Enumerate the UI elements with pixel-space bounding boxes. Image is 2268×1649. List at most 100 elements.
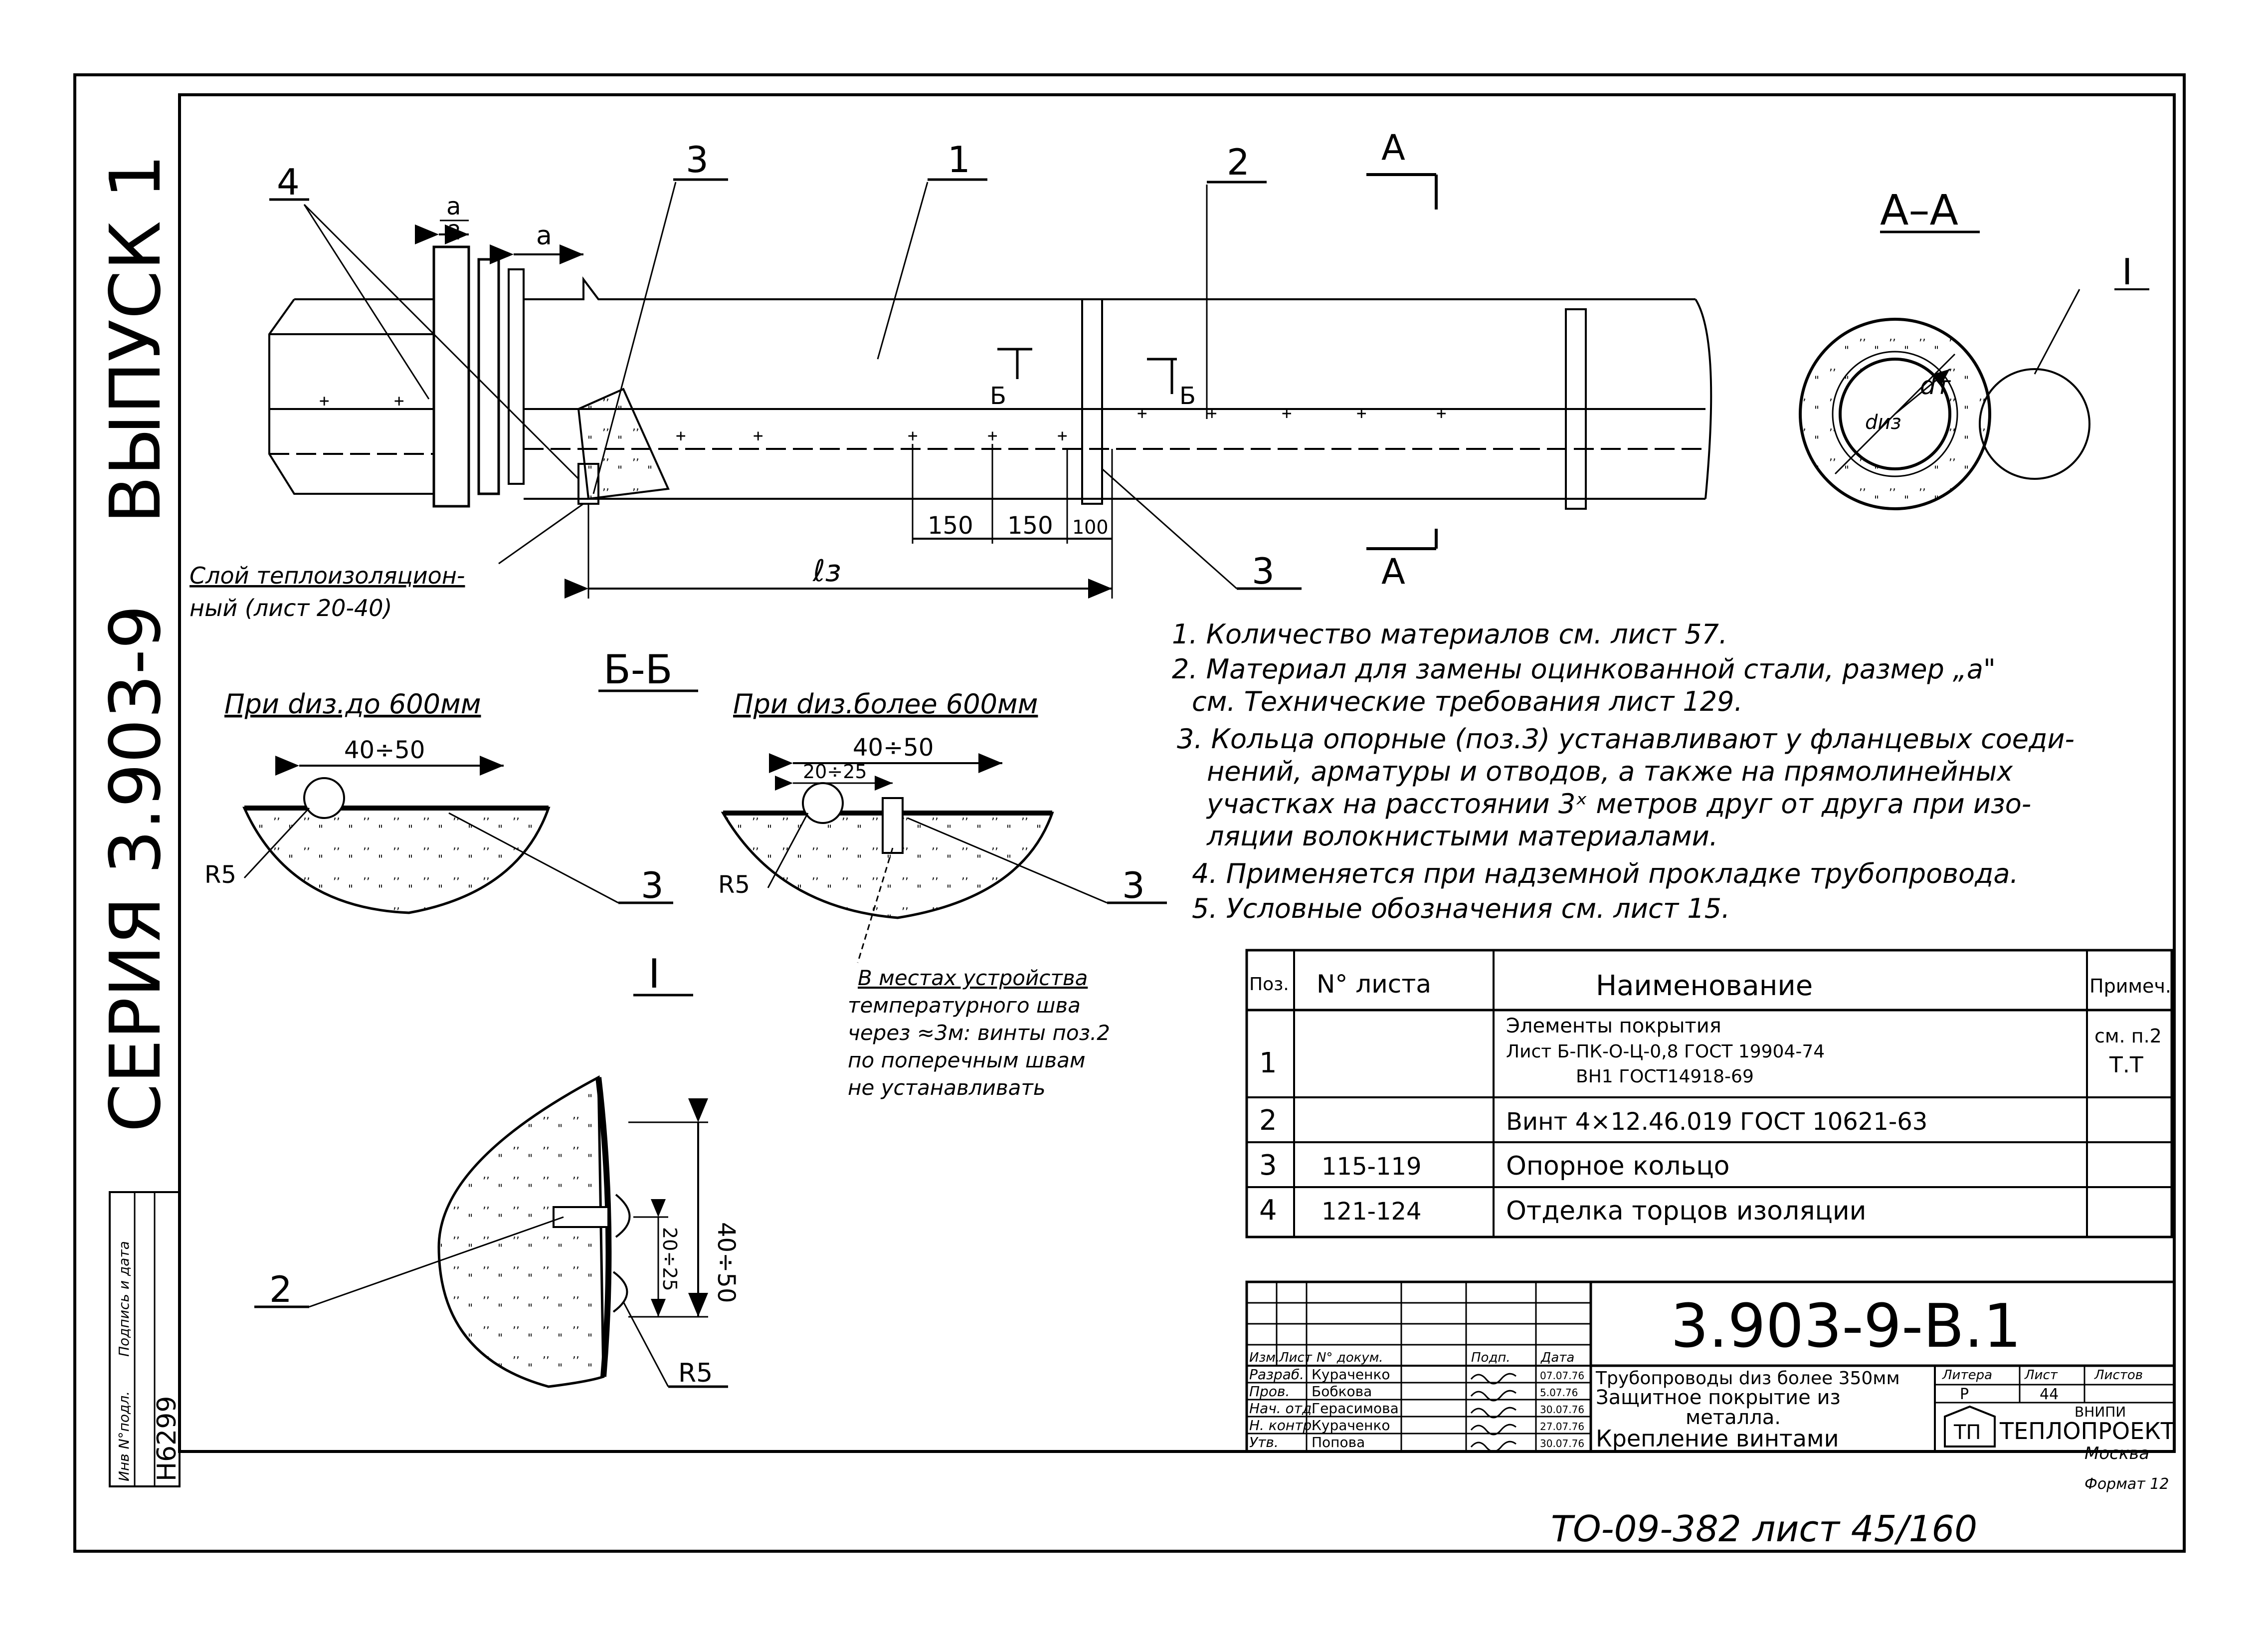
notes-block: 1. Количество материалов см. лист 57. 2.… (1172, 618, 2075, 924)
inv-number: Н6299 (152, 1396, 182, 1481)
bb-note-4: по поперечным швам (848, 1048, 1086, 1072)
stamp-footer: ТО-09-382 лист 45/160 (1551, 1508, 1977, 1550)
row4-pos: 4 (1259, 1194, 1277, 1227)
bb-callout-left: 3 (641, 864, 664, 906)
tb-org-3: Москва (2084, 1443, 2149, 1463)
tb-stage-label: Литера (1942, 1368, 1992, 1383)
th-pos: Поз. (1249, 974, 1289, 995)
note-4: 4. Применяется при надземной прокладке т… (1192, 858, 2019, 889)
detail-i-dim-big: 40÷50 (712, 1222, 740, 1303)
tb-sheets-label: Листов (2094, 1368, 2143, 1383)
bb-note-1: В местах устройства (858, 966, 1088, 990)
note-1: 1. Количество материалов см. лист 57. (1172, 618, 1727, 650)
bb-callout-right: 3 (1122, 864, 1145, 906)
tb-role-4: Н. контр. (1249, 1417, 1316, 1434)
detail-i-r5: R5 (678, 1358, 713, 1388)
drawing-frame (73, 73, 2186, 1553)
bb-note-3: через ≈3м: винты поз.2 (848, 1021, 1110, 1045)
tb-name-1: Кураченко (1312, 1366, 1390, 1383)
tb-name-2: Бобкова (1312, 1383, 1372, 1400)
row3-sheet: 115-119 (1322, 1153, 1422, 1181)
sign-label: Подпись и дата (116, 1241, 132, 1357)
layer-note-2: ный (лист 20-40) (189, 595, 392, 621)
note-3c: участках на расстоянии 3ˣ метров друг от… (1206, 788, 2031, 820)
callout-4: 4 (277, 161, 300, 203)
row4-sheet: 121-124 (1322, 1198, 1422, 1226)
tb-col-list: Лист (1279, 1350, 1313, 1365)
tb-role-5: Утв. (1249, 1434, 1279, 1450)
row1-name-3: ВН1 ГОСТ14918-69 (1576, 1066, 1754, 1087)
row1-note-1: см. п.2 (2094, 1025, 2162, 1047)
svg-text:+: + (1137, 404, 1147, 423)
tb-desc-1: Трубопроводы dиз более 350мм (1595, 1368, 1900, 1389)
row4-name: Отделка торцов изоляции (1506, 1196, 1866, 1226)
layer-note-1: Слой теплоизоляцион- (189, 562, 465, 589)
row2-pos: 2 (1259, 1104, 1277, 1137)
note-3: 3. Кольца опорные (поз.3) устанавливают … (1177, 723, 2075, 755)
row2-name: Винт 4×12.46.019 ГОСТ 10621-63 (1506, 1108, 1927, 1136)
row3-pos: 3 (1259, 1149, 1277, 1182)
section-letter-bottom: A (1381, 551, 1405, 592)
d-t: dт (1920, 371, 1951, 400)
tb-name-3: Герасимова (1312, 1400, 1399, 1417)
row1-pos: 1 (1259, 1047, 1277, 1079)
section-aa-title: A–A (1880, 186, 1958, 234)
tb-role-1: Разраб. (1249, 1366, 1304, 1383)
svg-text:+: + (394, 391, 404, 411)
note-3b: нений, арматуры и отводов, а также на пр… (1207, 756, 2013, 787)
org-logo: ТП (1944, 1405, 1996, 1447)
svg-text:+: + (319, 391, 329, 411)
dim-a: a (536, 221, 552, 251)
bb-right-caption: При dиз.более 600мм (733, 688, 1038, 720)
row3-name: Опорное кольцо (1506, 1151, 1729, 1181)
tb-col-sign: Подп. (1471, 1350, 1511, 1365)
svg-text:+: + (1207, 404, 1217, 423)
tb-code: 3.903-9-В.1 (1671, 1292, 2021, 1361)
tb-desc-3: металла. (1686, 1406, 1781, 1429)
b-mark-right: Б (1179, 382, 1196, 410)
tb-date-2: 5.07.76 (1540, 1387, 1578, 1399)
tb-sheet-label: Лист (2024, 1368, 2058, 1383)
row1-name-2: Лист Б-ПК-О-Ц-0,8 ГОСТ 19904-74 (1506, 1041, 1825, 1062)
callout-3-top: 3 (686, 139, 709, 181)
bb-left-caption: При dиз.до 600мм (224, 688, 481, 720)
tb-role-3: Нач. отд. (1249, 1400, 1316, 1417)
series-label: СЕРИЯ 3.903-9 (95, 605, 177, 1132)
bb-dim-left: 40÷50 (344, 736, 425, 764)
main-pipe-view: ++ ++ ++ ++ ++ ++ Б Б A A 4 3 1 2 (189, 127, 1712, 621)
dim-150-b: 150 (1007, 512, 1053, 540)
bb-dim-small: 20÷25 (803, 761, 867, 783)
bb-r5-left: R5 (204, 861, 236, 889)
inv-label: Инв N°подл. (116, 1391, 132, 1481)
release-label: ВЫПУСК 1 (95, 154, 177, 524)
svg-text:+: + (1057, 426, 1067, 446)
section-bb-title: Б-Б (603, 646, 673, 693)
detail-i-dim-small: 20÷25 (659, 1227, 681, 1291)
callout-3-bottom: 3 (1252, 550, 1275, 592)
tb-date-4: 27.07.76 (1540, 1421, 1584, 1433)
section-letter-top: A (1381, 127, 1405, 168)
svg-text:+: + (908, 426, 918, 446)
tb-desc-4: Крепление винтами (1596, 1425, 1839, 1452)
svg-text:ТП: ТП (1953, 1421, 1981, 1444)
tb-date-5: 30.07.76 (1540, 1438, 1584, 1449)
th-name: Наименование (1596, 970, 1813, 1002)
tb-stage-value: Р (1960, 1386, 1969, 1403)
tb-sheet-value: 44 (2040, 1386, 2059, 1403)
svg-text:+: + (987, 426, 997, 446)
section-bb: Б-Б При dиз.до 600мм При dиз.более 600мм… (204, 646, 1167, 1100)
dim-100: 100 (1072, 516, 1109, 538)
tb-role-2: Пров. (1249, 1383, 1290, 1400)
tb-name-4: Кураченко (1312, 1417, 1390, 1434)
svg-text:+: + (1436, 404, 1446, 423)
svg-text:+: + (676, 426, 686, 446)
detail-i-callout: 2 (269, 1268, 292, 1310)
row1-name-1: Элементы покрытия (1506, 1015, 1721, 1037)
b-mark-left: Б (990, 382, 1006, 410)
tb-col-izm: Изм. (1249, 1350, 1280, 1365)
dim-l3: ℓз (812, 554, 841, 589)
section-aa: A–A dт dиз I (1799, 186, 2149, 510)
tb-name-5: Попова (1312, 1434, 1365, 1450)
dim-a-half-den: 2 (448, 220, 461, 244)
title-block: 3.903-9-В.1 Изм. Лист N° докум. Подп. Да… (1245, 1280, 2176, 1463)
